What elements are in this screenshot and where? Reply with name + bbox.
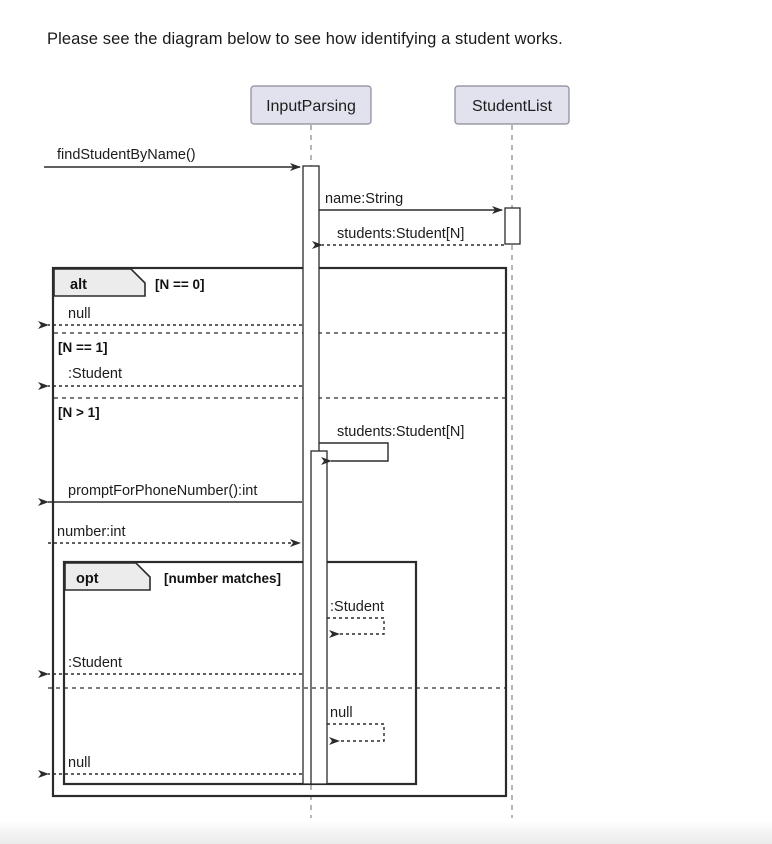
message-label-m8: number:int xyxy=(57,524,126,540)
fragment-opt-tag-shape xyxy=(64,562,151,591)
message-label-m7: promptForPhoneNumber():int xyxy=(68,483,257,499)
message-label-m6: students:Student[N] xyxy=(337,424,464,440)
message-null-return-final: null xyxy=(38,755,302,778)
message-null-self-return: null xyxy=(327,705,385,745)
message-promptforphonenumber: promptForPhoneNumber():int xyxy=(38,483,302,506)
message-label-m10: :Student xyxy=(68,655,122,671)
message-students-self-call: students:Student[N] xyxy=(319,424,464,465)
message-number-int: number:int xyxy=(48,524,301,547)
page-bottom-fade xyxy=(0,820,772,844)
participant-label-studentlist: StudentList xyxy=(472,98,553,115)
message-null-return-n0: null xyxy=(38,306,302,329)
participant-inputparsing: InputParsing xyxy=(250,85,372,125)
fragment-alt-operator: alt xyxy=(70,277,87,293)
message-student-self-return: :Student xyxy=(327,599,385,638)
participant-label-inputparsing: InputParsing xyxy=(266,98,356,115)
fragment-opt: opt [number matches] xyxy=(62,560,418,786)
message-label-m12: null xyxy=(68,755,91,771)
message-findstudentbyname: findStudentByName() xyxy=(44,147,301,171)
fragment-alt-guard-2: [N > 1] xyxy=(58,405,100,420)
message-label-m4: null xyxy=(68,306,91,322)
message-student-return-opt: :Student xyxy=(38,655,302,678)
message-name-string: name:String xyxy=(319,191,503,214)
message-label-m5: :Student xyxy=(68,366,122,382)
activation-inputparsing-nested xyxy=(310,450,328,785)
activation-studentlist xyxy=(504,207,521,245)
message-label-m1: findStudentByName() xyxy=(57,147,196,163)
message-label-m3: students:Student[N] xyxy=(337,226,464,242)
fragment-alt-tag-shape xyxy=(53,268,146,297)
fragment-opt-operator: opt xyxy=(76,571,99,587)
message-label-m11: null xyxy=(330,705,353,721)
page-intro-text: Please see the diagram below to see how … xyxy=(47,30,563,48)
message-label-m2: name:String xyxy=(325,191,403,207)
message-student-return-n1: :Student xyxy=(38,366,302,390)
fragment-alt-guard-1: [N == 1] xyxy=(58,340,108,355)
fragment-alt-guard-0: [N == 0] xyxy=(155,277,205,292)
fragment-alt: alt [N == 0] [N == 1] [N > 1] xyxy=(51,266,508,798)
fragment-opt-guard-0: [number matches] xyxy=(164,571,281,586)
message-students-return: students:Student[N] xyxy=(312,226,504,249)
participant-studentlist: StudentList xyxy=(454,85,570,125)
message-label-m9: :Student xyxy=(330,599,384,615)
